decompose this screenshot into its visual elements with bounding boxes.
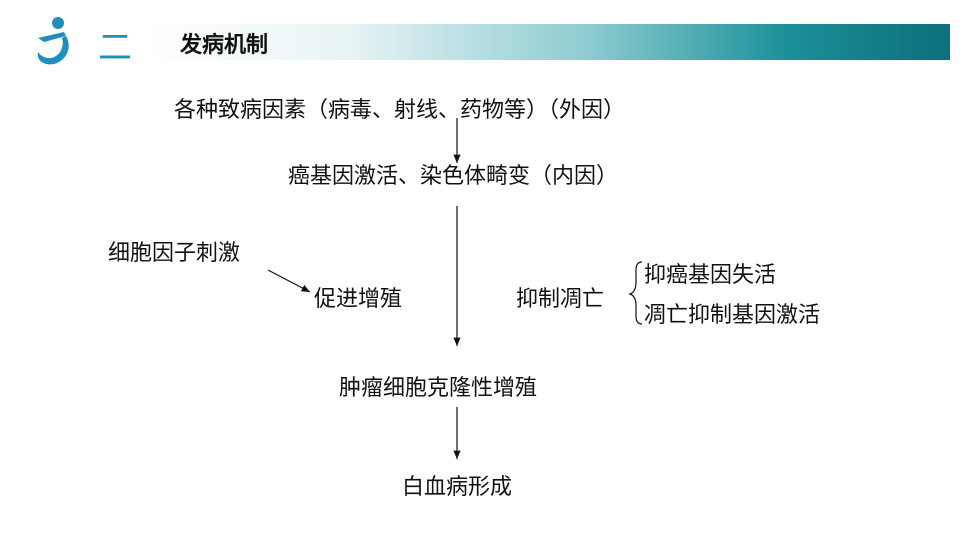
logo-icon [37, 17, 69, 65]
arrow-cytokine-to-promote [267, 269, 311, 293]
inhibit-apoptosis-node: 抑制凋亡 [516, 287, 605, 312]
branch-brace [628, 261, 643, 325]
causes-node: 各种致病因素（病毒、射线、药物等）（外因） [174, 98, 626, 123]
activation-node: 癌基因激活、染色体畸变（内因） [288, 164, 619, 189]
branch-node-2: 凋亡抑制基因激活 [644, 303, 821, 328]
section-number: 二 [98, 28, 134, 68]
section-title: 发病机制 [180, 33, 269, 58]
promote-node: 促进增殖 [314, 287, 403, 312]
clonal-node: 肿瘤细胞克隆性增殖 [339, 376, 538, 401]
cytokine-node: 细胞因子刺激 [108, 241, 241, 266]
result-node: 白血病形成 [402, 475, 513, 500]
header-gradient-bar [150, 24, 950, 60]
branch-node-1: 抑癌基因失活 [644, 263, 777, 288]
